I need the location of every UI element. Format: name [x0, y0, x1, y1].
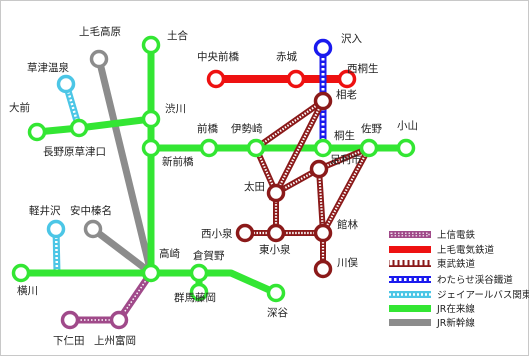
station-node-sano: [359, 138, 379, 158]
station-label-chuo-maebashi: 中央前橋: [197, 50, 239, 63]
station-label-kamimokogen: 上毛高原: [79, 25, 121, 38]
station-node-soi: [313, 38, 333, 58]
station-node-karuizawa: [46, 219, 66, 239]
route-tobu: [245, 98, 372, 269]
station-node-annaka-haruna: [83, 219, 103, 239]
station-node-chuo-maebashi: [206, 69, 226, 89]
station-label-doai: 土合: [167, 29, 188, 42]
station-node-kamimokogen: [89, 49, 109, 69]
legend-swatch-tobu: [389, 260, 431, 267]
legend: 上信電鉄 上毛電気鉄道 東武鉄道 わたらせ渓谷鐵道 ジェイアールバス関東 JR在…: [389, 229, 529, 329]
station-node-omae: [27, 122, 47, 142]
station-node-takasaki: [141, 263, 161, 283]
station-node-isesaki: [246, 138, 266, 158]
station-label-takasaki: 高崎: [159, 247, 180, 260]
station-label-fukaya: 深谷: [267, 307, 288, 319]
station-node-ashikagashi: [309, 159, 329, 179]
station-label-maebashi: 前橋: [197, 122, 218, 135]
station-node-maebashi: [199, 138, 219, 158]
legend-label-jr-shinkansen: JR新幹線: [436, 317, 475, 329]
station-node-higashikoizumi: [266, 223, 286, 243]
station-node-kawamata: [313, 259, 333, 279]
station-label-shinmaebashi: 新前橋: [162, 155, 194, 168]
station-label-annaka-haruna: 安中榛名: [70, 204, 112, 217]
station-node-ota: [266, 183, 286, 203]
station-label-tatebayashi: 館林: [337, 218, 358, 231]
station-node-shinmaebashi: [141, 138, 161, 158]
station-label-akagi: 赤城: [276, 51, 297, 63]
station-label-oyama: 小山: [397, 120, 418, 132]
legend-swatch-joshin: [389, 231, 431, 238]
station-label-higashikoizumi: 東小泉: [259, 243, 291, 256]
station-label-kiryu: 桐生: [334, 129, 355, 142]
station-node-shimonita: [60, 310, 80, 330]
station-label-ashikagashi: 足利市: [330, 153, 362, 166]
station-node-nishikiryu: [337, 69, 357, 89]
station-node-yokokawa: [11, 263, 31, 283]
legend-swatch-jr-conventional: [389, 305, 431, 312]
legend-label-watarase: わたらせ渓谷鐵道: [437, 274, 513, 286]
station-label-kawamata: 川俣: [337, 256, 358, 269]
station-label-soi: 沢入: [341, 32, 362, 45]
station-label-nishikoizumi: 西小泉: [201, 227, 233, 240]
legend-swatch-jr-shinkansen: [389, 319, 431, 326]
legend-label-jr-conventional: JR在来線: [436, 303, 475, 315]
station-label-karuizawa: 軽井沢: [29, 204, 61, 217]
station-node-doai: [141, 35, 161, 55]
station-label-kuragano: 倉賀野: [193, 249, 225, 262]
station-node-kiryu: [313, 138, 333, 158]
legend-label-tobu: 東武鉄道: [437, 258, 476, 270]
route-shinkansen-hokuriku: [89, 225, 155, 277]
station-node-oyama: [396, 138, 416, 158]
legend-label-joshin: 上信電鉄: [437, 229, 476, 241]
station-label-aioi: 相老: [336, 88, 357, 101]
station-node-kuragano: [189, 263, 209, 283]
station-label-sano: 佐野: [361, 122, 382, 135]
legend-label-jomo: 上毛電気鉄道: [437, 244, 495, 256]
route-jr-takasaki: [147, 269, 280, 297]
station-label-shimonita: 下仁田: [53, 335, 85, 347]
route-jr-bus-karuizawa-inner: [54, 228, 59, 274]
route-shinkansen-joetsu: [95, 55, 155, 277]
station-node-aioi: [313, 91, 333, 111]
route-joshin: [70, 271, 154, 324]
station-label-joshu-tomioka: 上州富岡: [94, 334, 136, 347]
station-label-naganohara: 長野原草津口: [43, 146, 106, 158]
route-jr-agatsuma: [33, 115, 155, 136]
station-node-naganohara: [69, 118, 89, 138]
station-node-tatebayashi: [313, 223, 333, 243]
station-label-nishikiryu: 西桐生: [347, 62, 379, 75]
station-label-omae: 大前: [9, 101, 30, 114]
legend-label-jr-bus: ジェイアールバス関東: [437, 289, 529, 301]
station-node-joshu-tomioka: [109, 310, 129, 330]
station-label-yokokawa: 横川: [17, 284, 38, 297]
station-node-gunma-fujioka: [189, 282, 209, 302]
legend-swatch-jomo: [389, 246, 431, 253]
legend-swatch-joshin-detail: [390, 232, 430, 237]
station-node-shibukawa: [141, 109, 161, 129]
station-label-ota: 太田: [244, 180, 265, 193]
station-label-gunma-fujioka: 群馬藤岡: [174, 291, 216, 304]
station-label-shibukawa: 渋川: [165, 102, 186, 115]
station-node-fukaya: [266, 283, 286, 303]
station-node-nishikoizumi: [235, 223, 255, 243]
station-node-akagi: [286, 69, 306, 89]
station-node-kusatsu-onsen: [56, 74, 76, 94]
station-label-kusatsu-onsen: 草津温泉: [27, 61, 69, 74]
station-label-isesaki: 伊勢崎: [231, 122, 263, 135]
